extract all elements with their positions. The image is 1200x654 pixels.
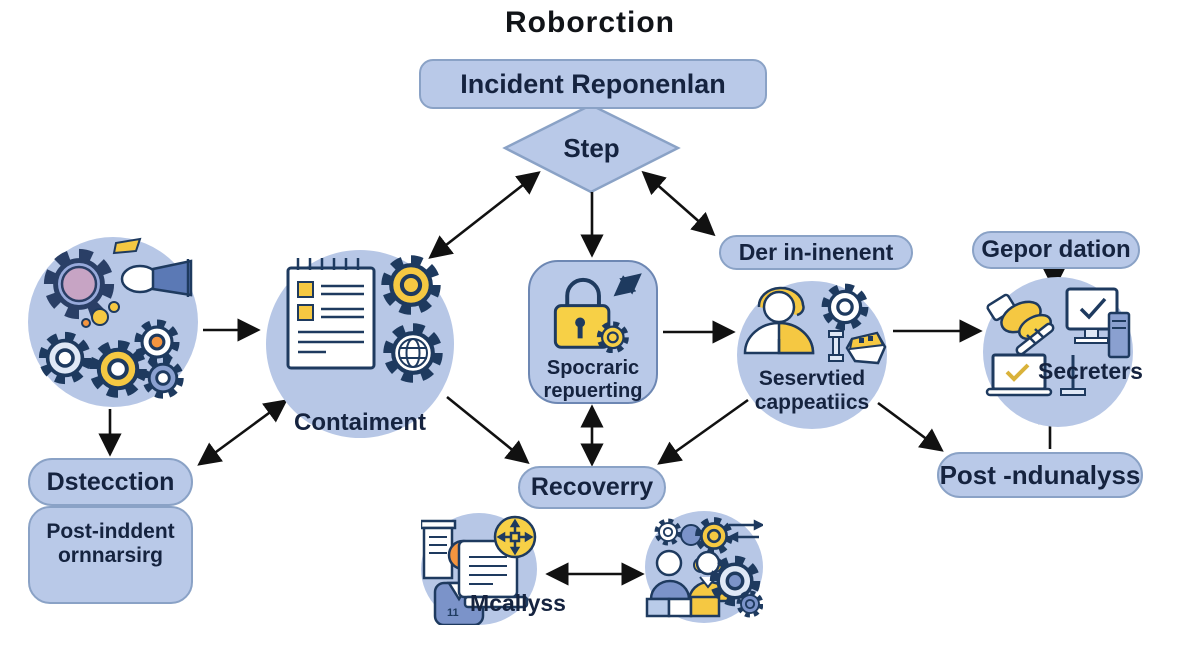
document-person-badge-icon: 11 — [421, 515, 537, 625]
recovery-box: Recoverry — [518, 466, 666, 509]
sporadic-label-line2: repuerting — [543, 379, 643, 402]
padlock-gear-icon — [553, 273, 642, 353]
analysis-circle: 11 — [421, 513, 537, 625]
plan-header-label: Incident Reponenlan — [460, 68, 726, 99]
post-incident-box: Post-inddent ornnarsirg — [28, 506, 193, 604]
checklist-gears-icon — [286, 250, 454, 410]
arrow-step-containment — [428, 171, 541, 259]
svg-text:11: 11 — [447, 607, 459, 619]
containment-label: Contaiment — [294, 409, 426, 436]
people-gears-icon — [645, 511, 763, 623]
report-label: Gepor dation — [981, 236, 1131, 263]
arrow-capabilities-postanalysis — [877, 401, 944, 452]
secreters-circle — [983, 277, 1133, 427]
decision-label: Step — [563, 133, 620, 163]
diagram-title: Roborction — [505, 6, 675, 39]
detection-label: Dstecction — [46, 467, 175, 496]
sporadic-label-line1: Spocraric — [546, 357, 640, 380]
decision-diamond-shape — [502, 103, 681, 194]
sporadic-reporting-box: Spocraric repuerting — [528, 260, 658, 404]
collaboration-circle — [645, 511, 763, 623]
post-incident-label-line2: ornnarsirg — [57, 543, 163, 567]
arrow-containment-detection — [197, 399, 288, 466]
post-analysis-box: Post -ndunalyss — [937, 452, 1143, 498]
post-analysis-label: Post -ndunalyss — [939, 459, 1141, 490]
determinant-box: Der in-inenent — [719, 235, 913, 270]
report-box: Gepor dation — [972, 231, 1140, 269]
analysis-label: Mcallyss — [470, 590, 566, 616]
handshake-computers-icon — [985, 287, 1131, 397]
arrow-step-determinant — [641, 170, 716, 237]
secreters-label: Secreters — [1038, 358, 1143, 384]
capabilities-label-line1: Seservtied — [758, 367, 866, 390]
detection-box: Dstecction — [28, 458, 193, 506]
person-gear-badge-icon — [743, 281, 887, 365]
capabilities-label-line2: cappeatiics — [754, 390, 870, 414]
recovery-label: Recoverry — [530, 473, 654, 501]
arrow-capabilities-recovery — [657, 398, 749, 465]
arrow-containment-recovery — [446, 395, 530, 464]
determinant-label: Der in-inenent — [738, 239, 894, 265]
containment-circle: Contaiment — [266, 250, 454, 438]
detection-icons-circle — [28, 237, 198, 407]
capabilities-circle: Seservtied cappeatiics — [737, 281, 887, 429]
gears-megaphone-icon — [28, 237, 193, 407]
plan-header-box: Incident Reponenlan — [419, 59, 767, 109]
post-incident-label-line1: Post-inddent — [46, 520, 175, 543]
